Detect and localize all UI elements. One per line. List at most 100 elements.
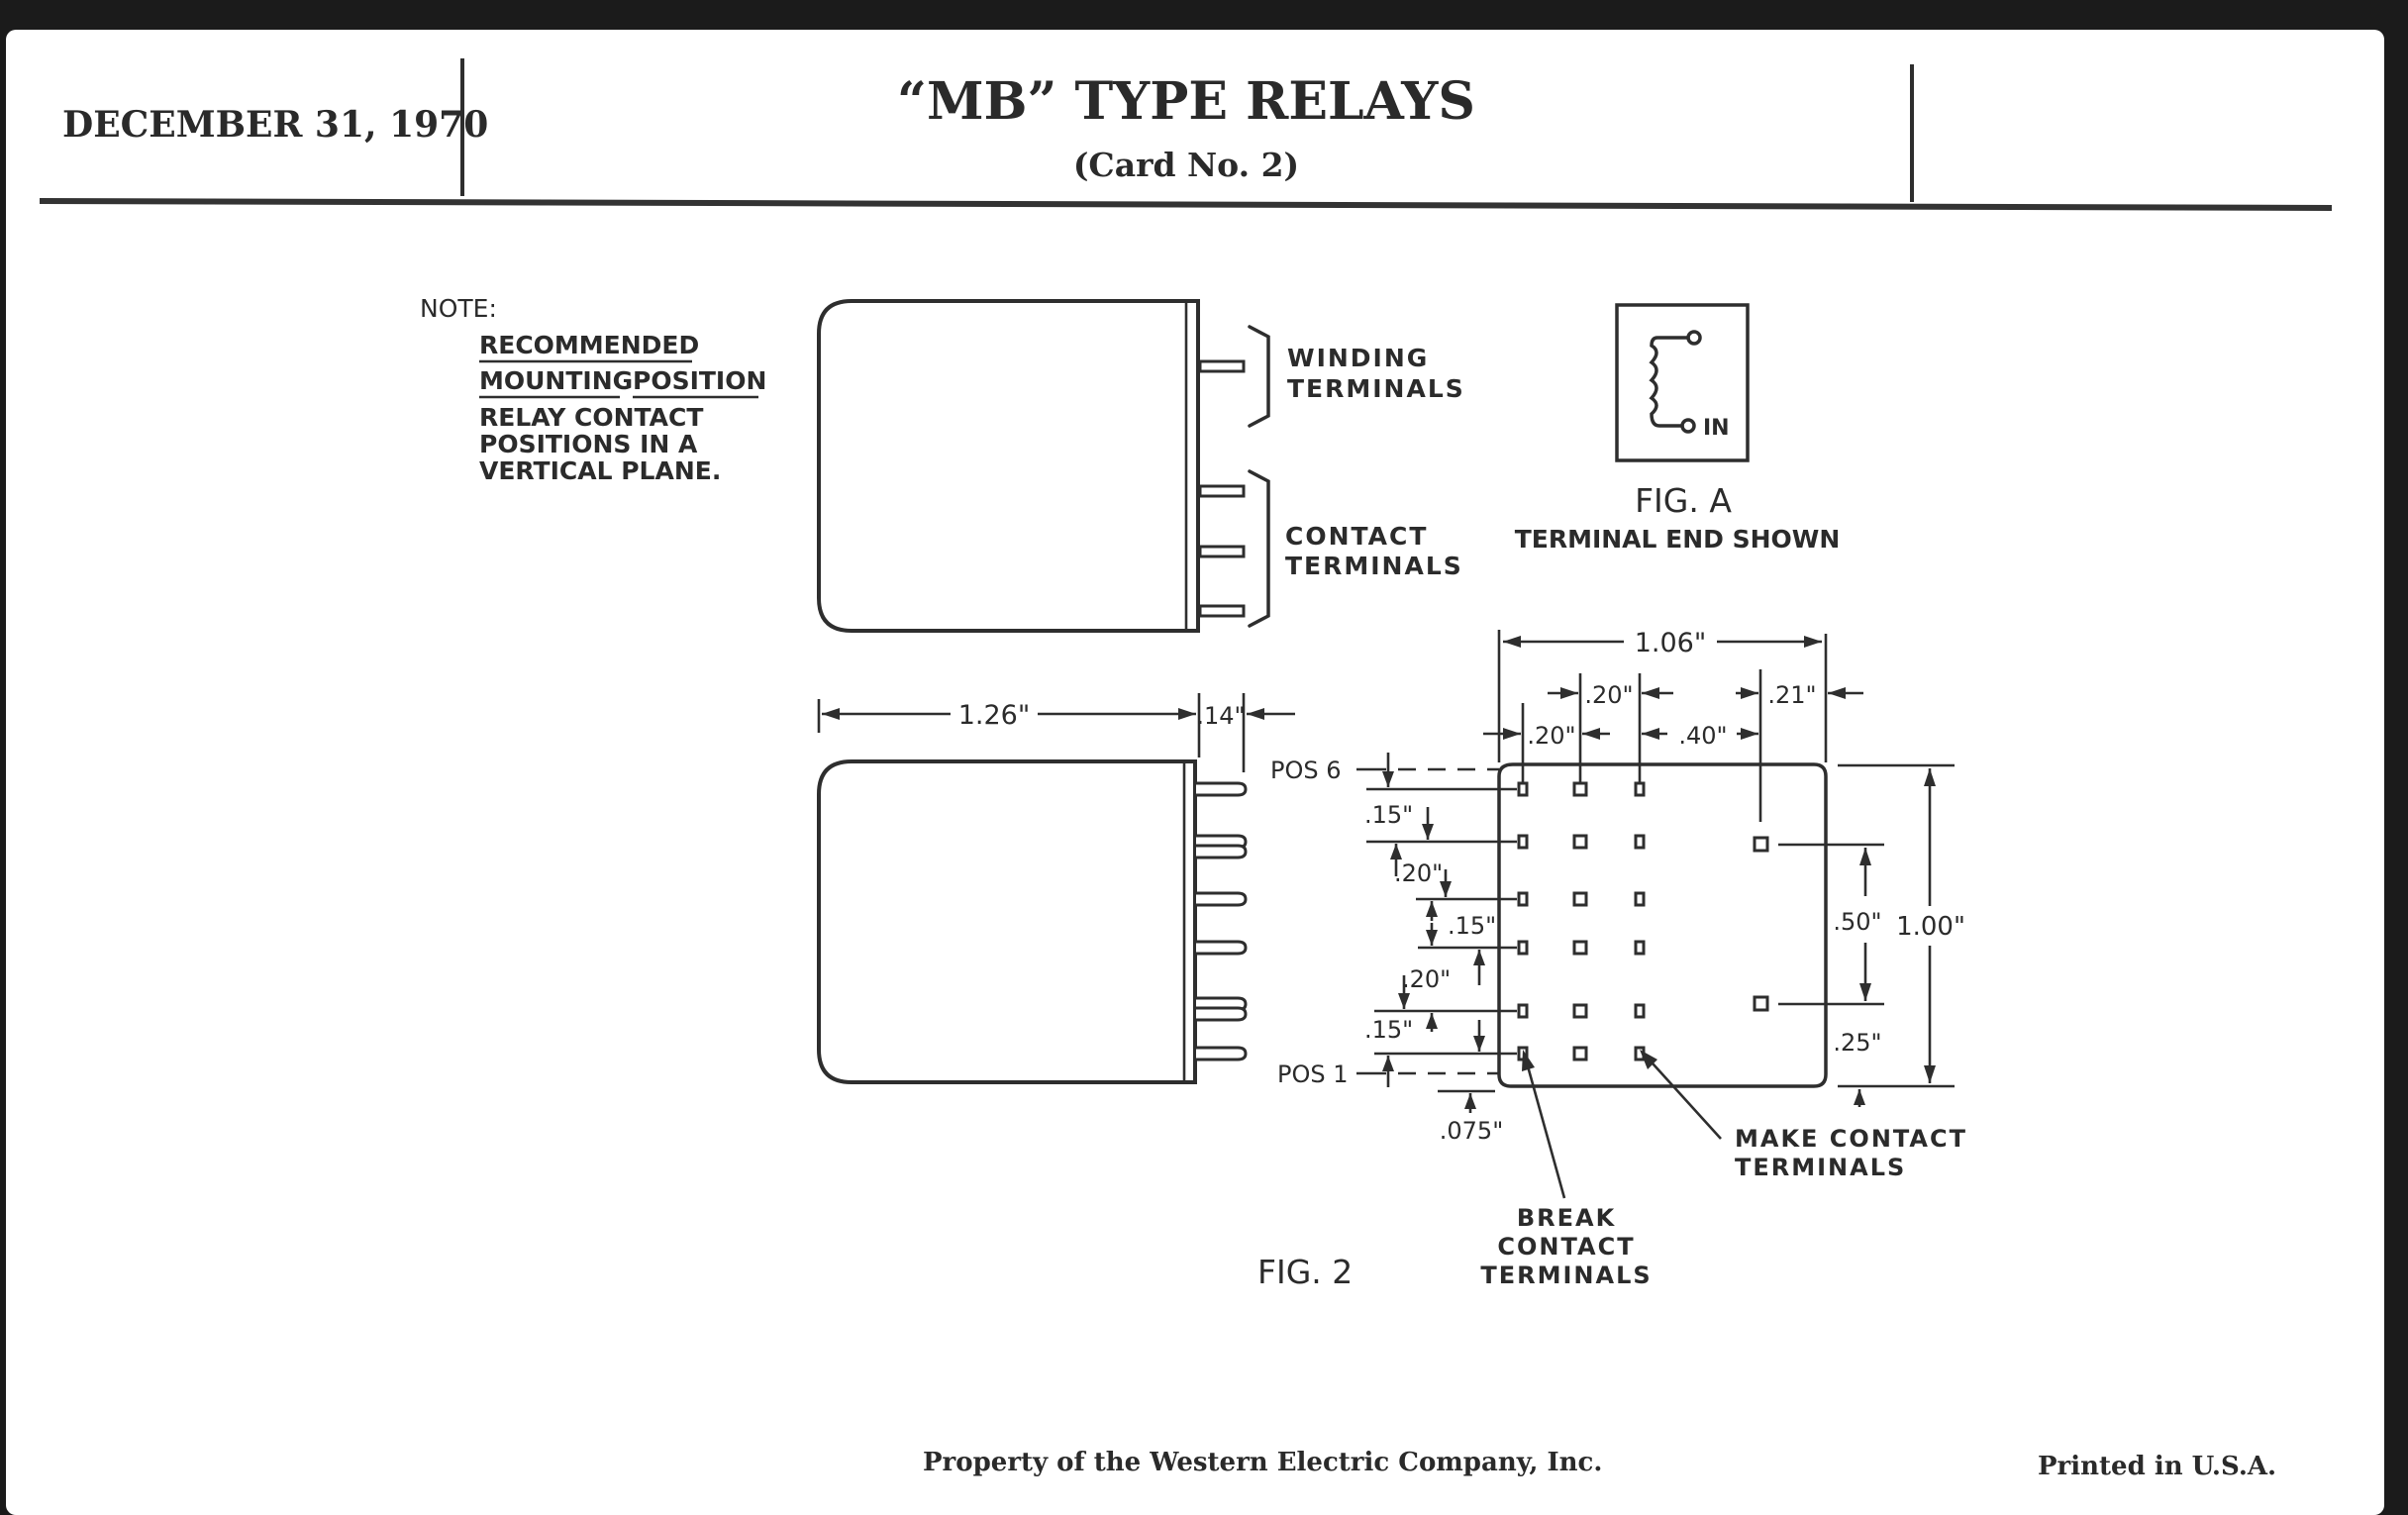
arrowhead bbox=[1804, 636, 1822, 648]
arrowhead bbox=[1640, 1050, 1657, 1069]
arrowhead bbox=[1473, 950, 1485, 965]
arrowhead bbox=[1398, 993, 1410, 1009]
dim-plate-height: 1.00" bbox=[1896, 912, 1965, 942]
contact-hole bbox=[1572, 940, 1588, 956]
pos-1-label: POS 1 bbox=[1277, 1060, 1349, 1088]
note-label: NOTE: bbox=[420, 294, 497, 323]
break-label: BREAK bbox=[1517, 1204, 1616, 1232]
note-body-line: VERTICAL PLANE. bbox=[479, 456, 721, 485]
arrowhead bbox=[1382, 1056, 1394, 1071]
dim-col-spacing: .20" bbox=[1584, 681, 1633, 709]
note-line-recommended: RECOMMENDED bbox=[479, 331, 699, 359]
dim-col-spacing: .20" bbox=[1527, 722, 1575, 750]
make-leader-line bbox=[1643, 1053, 1722, 1140]
contact-terminal bbox=[1198, 545, 1246, 558]
arrowhead bbox=[1503, 728, 1521, 740]
contact-hole bbox=[1634, 891, 1646, 907]
fig-2-caption: FIG. 2 bbox=[1257, 1253, 1353, 1291]
winding-hole bbox=[1753, 836, 1769, 853]
arrowhead bbox=[1426, 930, 1438, 946]
arrowhead bbox=[1422, 824, 1434, 840]
contact-hole bbox=[1634, 781, 1646, 797]
make-label: TERMINALS bbox=[1735, 1154, 1906, 1181]
contact-hole bbox=[1634, 1003, 1646, 1019]
winding-hole bbox=[1753, 995, 1769, 1012]
dim-row-spacing: .20" bbox=[1402, 965, 1451, 993]
page-title: “MB” TYPE RELAYS bbox=[897, 71, 1475, 132]
relay-body bbox=[817, 299, 1200, 633]
winding-terminal bbox=[1198, 359, 1246, 373]
relay-body bbox=[817, 759, 1197, 1084]
dim-col-gap: .40" bbox=[1678, 722, 1727, 750]
dim-winding-spacing: .50" bbox=[1833, 908, 1881, 936]
contact-hole bbox=[1517, 940, 1529, 956]
arrowhead bbox=[1582, 728, 1600, 740]
terminal-pin bbox=[1196, 891, 1248, 907]
terminal-pin bbox=[1196, 1006, 1248, 1022]
break-label: CONTACT bbox=[1497, 1233, 1635, 1261]
note-body-line: RELAY CONTACT bbox=[479, 403, 703, 432]
arrowhead bbox=[1178, 708, 1196, 720]
row-dimension-lines bbox=[1366, 753, 1517, 1087]
right-border bbox=[2384, 0, 2408, 1515]
in-label: IN bbox=[1703, 416, 1730, 441]
dim-winding-bottom: .25" bbox=[1833, 1029, 1881, 1057]
arrowhead bbox=[1473, 1036, 1485, 1052]
fig-a: IN FIG. A TERMINAL END SHOWN bbox=[1515, 303, 1841, 554]
terminal-pin bbox=[1196, 844, 1248, 859]
arrowhead bbox=[1560, 687, 1578, 699]
note-line-mounting: MOUNTING bbox=[479, 366, 633, 395]
contact-label: CONTACT bbox=[1285, 522, 1428, 551]
terminal-pins bbox=[1196, 781, 1248, 1061]
dim-bottom-margin: .075" bbox=[1440, 1117, 1503, 1145]
contact-hole bbox=[1572, 781, 1588, 797]
contact-hole bbox=[1517, 781, 1529, 797]
arrowhead bbox=[1741, 728, 1758, 740]
winding-label: TERMINALS bbox=[1287, 374, 1465, 403]
contact-label: TERMINALS bbox=[1285, 552, 1463, 580]
arrowhead bbox=[1859, 848, 1871, 865]
note-line-position: POSITION bbox=[633, 366, 766, 395]
terminal-holes bbox=[1517, 781, 1769, 1061]
arrowhead bbox=[1924, 1065, 1936, 1083]
terminal-end-box bbox=[1615, 303, 1750, 462]
fig-a-subcaption: TERMINAL END SHOWN bbox=[1515, 525, 1841, 554]
relay-side-view: WINDING TERMINALS CONTACT TERMINALS bbox=[817, 299, 1465, 633]
contact-hole bbox=[1572, 891, 1588, 907]
terminal-pin bbox=[1196, 1046, 1248, 1061]
contact-brace bbox=[1248, 469, 1270, 628]
terminal-circle bbox=[1686, 330, 1702, 346]
terminal-pin bbox=[1196, 940, 1248, 956]
arrowhead bbox=[1247, 708, 1264, 720]
dim-row-spacing: .15" bbox=[1448, 912, 1496, 940]
pos-6-label: POS 6 bbox=[1270, 757, 1342, 784]
terminal-circle bbox=[1680, 418, 1696, 434]
arrowhead bbox=[1854, 1089, 1865, 1105]
page-subtitle: (Card No. 2) bbox=[1073, 146, 1299, 184]
dim-plate-width: 1.06" bbox=[1635, 628, 1707, 658]
footer-printed: Printed in U.S.A. bbox=[2038, 1452, 2276, 1481]
relay-dimension-view: 1.26" .14" bbox=[817, 693, 1295, 1084]
contact-hole bbox=[1572, 834, 1588, 850]
dim-row-spacing: .15" bbox=[1364, 801, 1413, 829]
arrowhead bbox=[1859, 983, 1871, 1001]
contact-hole bbox=[1634, 940, 1646, 956]
arrowhead bbox=[1426, 901, 1438, 917]
terminal-plate bbox=[1497, 762, 1828, 1088]
arrowhead bbox=[1390, 844, 1402, 859]
arrowhead bbox=[1440, 881, 1452, 897]
header: DECEMBER 31, 1970 “MB” TYPE RELAYS (Card… bbox=[39, 58, 2333, 211]
make-label: MAKE CONTACT bbox=[1735, 1125, 1967, 1153]
contact-hole bbox=[1517, 1003, 1529, 1019]
footer-property: Property of the Western Electric Company… bbox=[923, 1448, 1602, 1477]
coil-icon bbox=[1649, 336, 1690, 428]
header-date: DECEMBER 31, 1970 bbox=[62, 104, 488, 146]
break-leader-line bbox=[1523, 1055, 1566, 1199]
arrowhead bbox=[1522, 1050, 1535, 1071]
arrowhead bbox=[822, 708, 840, 720]
arrowhead bbox=[1924, 768, 1936, 786]
footer: Property of the Western Electric Company… bbox=[923, 1448, 2276, 1481]
contact-hole bbox=[1572, 1046, 1588, 1061]
winding-label: WINDING bbox=[1287, 344, 1429, 372]
